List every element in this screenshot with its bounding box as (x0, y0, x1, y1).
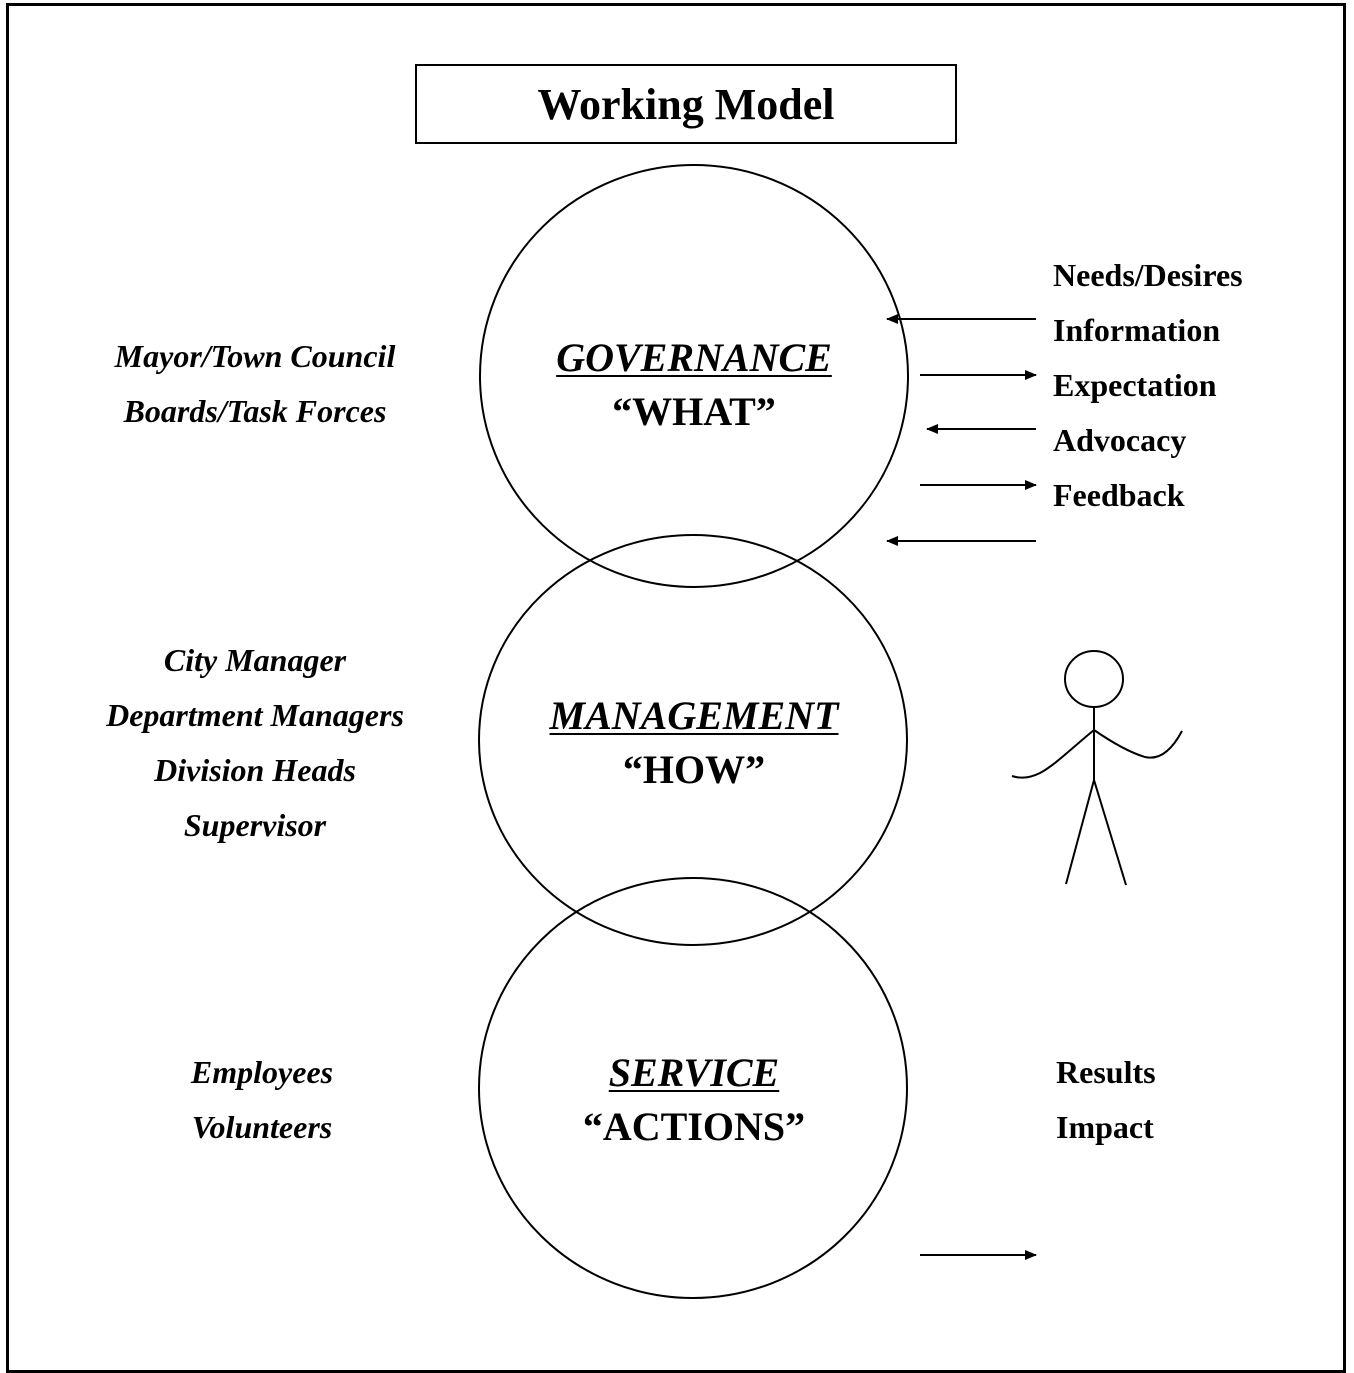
service-roles: Employees Volunteers (47, 1045, 477, 1155)
flow-item: Advocacy (1053, 422, 1187, 458)
service-label: SERVICE “ACTIONS” (494, 1046, 894, 1154)
governance-name: GOVERNANCE (556, 335, 832, 380)
management-name: MANAGEMENT (549, 693, 839, 738)
role-item: Boards/Task Forces (123, 393, 387, 429)
management-circle (478, 534, 908, 946)
diagram-title: Working Model (415, 64, 957, 144)
role-item: Volunteers (191, 1109, 333, 1145)
governance-arrows (886, 314, 1037, 546)
role-item: Supervisor (183, 807, 327, 843)
service-outcomes: Results Impact (1056, 1045, 1256, 1155)
stick-figure-icon (1011, 650, 1183, 886)
role-item: Division Heads (154, 752, 356, 788)
stick-figure-head (1064, 650, 1124, 708)
stick-figure-right-leg (1093, 779, 1127, 886)
stick-figure-left-arm (1011, 729, 1095, 779)
service-circle (478, 877, 908, 1299)
outcome-item: Results (1056, 1054, 1156, 1090)
flow-item: Feedback (1053, 477, 1185, 513)
management-quote: “HOW” (622, 747, 766, 792)
service-quote: “ACTIONS” (582, 1104, 806, 1149)
governance-quote: “WHAT” (612, 389, 776, 434)
role-item: Mayor/Town Council (114, 338, 396, 374)
flow-item: Expectation (1053, 367, 1217, 403)
stick-figure-left-leg (1065, 779, 1095, 885)
stick-figure-right-arm (1093, 729, 1183, 759)
role-item: Department Managers (106, 697, 404, 733)
flow-item: Information (1053, 312, 1221, 348)
role-item: Employees (190, 1054, 334, 1090)
outcome-item: Impact (1056, 1109, 1154, 1145)
governance-roles: Mayor/Town Council Boards/Task Forces (40, 329, 470, 439)
management-roles: City Manager Department Managers Divisio… (40, 633, 470, 853)
governance-circle (479, 164, 909, 588)
flow-item: Needs/Desires (1053, 257, 1243, 293)
diagram-title-text: Working Model (537, 79, 835, 129)
role-item: City Manager (163, 642, 347, 678)
management-label: MANAGEMENT “HOW” (494, 689, 894, 797)
service-name: SERVICE (608, 1050, 780, 1095)
governance-flows: Needs/Desires Information Expectation Ad… (1053, 248, 1343, 523)
governance-label: GOVERNANCE “WHAT” (494, 331, 894, 439)
